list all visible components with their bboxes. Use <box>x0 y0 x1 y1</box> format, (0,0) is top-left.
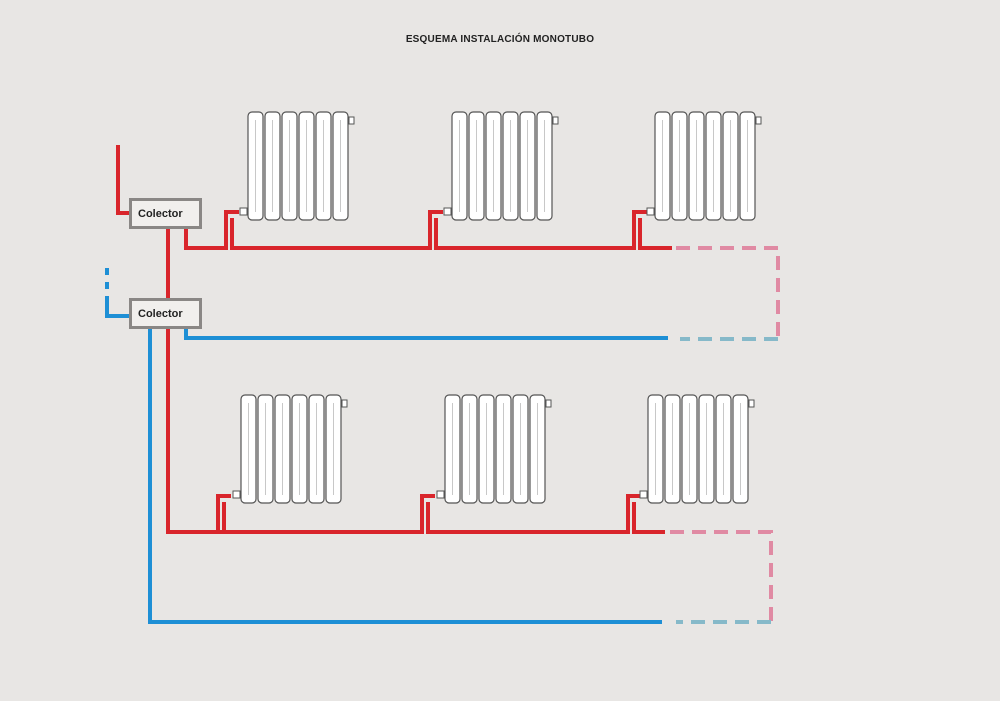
lower-radiator-1 <box>232 394 348 504</box>
supply-collector-label: Colector <box>138 207 183 220</box>
lower-return-line <box>148 329 662 624</box>
upper-return-line <box>184 329 668 340</box>
lower-radiator-2 <box>436 394 552 504</box>
lower-radiator-2-valve <box>436 490 445 499</box>
upper-radiator-3 <box>646 111 762 221</box>
upper-riser-1-in <box>224 210 239 248</box>
lower-supply-line-1 <box>166 329 222 534</box>
lower-riser-1-in <box>216 494 231 532</box>
lower-radiator-1-vent <box>341 399 348 408</box>
upper-radiator-1 <box>239 111 355 221</box>
lower-radiator-3 <box>639 394 755 504</box>
upper-riser-1-out <box>230 218 432 250</box>
return-collector: Colector <box>129 298 202 329</box>
upper-radiator-1-valve <box>239 207 248 216</box>
upper-radiator-2-valve <box>443 207 452 216</box>
lower-riser-2-in <box>420 494 435 532</box>
lower-radiator-3-valve <box>639 490 648 499</box>
lower-supply-dashed <box>670 530 773 622</box>
upper-radiator-3-vent <box>755 116 762 125</box>
pipes-layer <box>105 145 780 624</box>
return-collector-label: Colector <box>138 307 183 320</box>
supply-collector: Colector <box>129 198 202 229</box>
lower-riser-3-out <box>632 502 665 534</box>
supply-inlet-pipe <box>116 145 131 215</box>
upper-supply-line-1 <box>184 229 228 250</box>
upper-radiator-1-vent <box>348 116 355 125</box>
lower-riser-3-in <box>626 494 641 532</box>
diagram-title: ESQUEMA INSTALACIÓN MONOTUBO <box>405 34 595 45</box>
upper-riser-3-in <box>632 210 647 248</box>
upper-radiator-3-valve <box>646 207 655 216</box>
lower-radiator-1-valve <box>232 490 241 499</box>
upper-radiator-2 <box>443 111 559 221</box>
lower-radiator-2-vent <box>545 399 552 408</box>
upper-radiator-2-vent <box>552 116 559 125</box>
upper-riser-3-out <box>638 218 672 250</box>
lower-radiator-3-vent <box>748 399 755 408</box>
return-inlet-pipe <box>105 296 131 318</box>
upper-riser-2-in <box>428 210 443 248</box>
radiators-layer <box>232 111 762 504</box>
lower-riser-2-out <box>426 502 630 534</box>
lower-riser-1-out <box>222 502 424 534</box>
upper-supply-dashed <box>676 246 780 339</box>
upper-riser-2-out <box>434 218 636 250</box>
